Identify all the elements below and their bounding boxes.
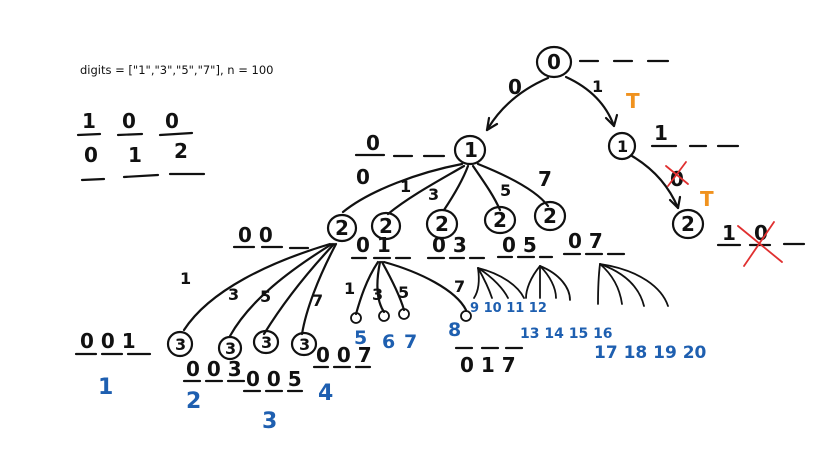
prefix-03: 0 3 — [432, 233, 467, 257]
svg-text:6: 6 — [382, 331, 395, 353]
level3-nodes: 3 3 3 3 — [166, 329, 318, 361]
problem-statement: digits = ["1","3","5","7"], n = 100 — [80, 63, 273, 77]
table-cell: 0 — [84, 143, 98, 167]
prefix-00: 0 0 — [238, 223, 273, 247]
digit-table: 1 0 0 0 1 2 — [76, 109, 206, 182]
edge-label: 1 — [344, 279, 355, 298]
prefix-01: 0 1 — [356, 233, 391, 257]
edge-label: 3 — [372, 285, 383, 304]
counts: 1 2 3 4 5 6 7 8 9 10 11 12 13 14 15 16 1… — [98, 301, 707, 434]
prefix-001: 0 0 1 — [80, 329, 136, 353]
svg-text:4: 4 — [318, 381, 333, 406]
svg-text:17 18 19 20: 17 18 19 20 — [594, 343, 707, 363]
svg-text:2: 2 — [493, 208, 507, 232]
svg-text:1: 1 — [654, 121, 668, 145]
fanout-07 — [597, 263, 669, 307]
edge-label: 0 — [508, 75, 522, 99]
svg-text:2: 2 — [543, 204, 557, 228]
table-cell: 2 — [174, 139, 188, 163]
prefix-05: 0 5 — [502, 233, 537, 257]
prefix-07: 0 7 — [568, 229, 603, 253]
svg-text:2: 2 — [379, 214, 393, 238]
edge-label: 7 — [538, 167, 552, 191]
edge-label: 7 — [454, 277, 465, 296]
node-a: 0 1 0 — [354, 131, 487, 189]
svg-text:2: 2 — [186, 389, 201, 414]
edges-n2-children — [182, 242, 338, 338]
svg-text:5: 5 — [354, 327, 367, 349]
table-cell: 0 — [122, 109, 136, 133]
node-c: 2 1 0 — [671, 208, 806, 267]
svg-text:0: 0 — [356, 165, 370, 189]
prefix-003: 0 0 3 — [186, 357, 242, 381]
edge-label: 5 — [500, 181, 511, 200]
tight-mark: T — [626, 89, 640, 113]
svg-text:0: 0 — [366, 131, 380, 155]
svg-text:2: 2 — [435, 212, 449, 236]
svg-text:0: 0 — [754, 221, 768, 245]
svg-text:1: 1 — [98, 375, 113, 400]
edge-label: 3 — [428, 185, 439, 204]
table-cell: 1 — [128, 143, 142, 167]
svg-text:1: 1 — [722, 221, 736, 245]
edge-label: 5 — [260, 287, 271, 306]
node-b: 1 1 — [607, 121, 740, 161]
edge-label: 7 — [312, 291, 323, 310]
prefix-007: 0 0 7 — [316, 343, 372, 367]
root-node: 0 — [535, 45, 670, 79]
edge-b-c — [630, 154, 680, 210]
table-cell: 1 — [82, 109, 96, 133]
edge-label: 1 — [180, 269, 191, 288]
svg-text:2: 2 — [681, 212, 695, 236]
svg-text:8: 8 — [448, 319, 461, 341]
svg-text:3: 3 — [225, 339, 236, 358]
svg-text:1: 1 — [617, 137, 628, 156]
edges-a-children — [341, 162, 550, 216]
edge-root-left — [485, 76, 550, 132]
edge-label: 1 — [592, 77, 603, 96]
svg-text:0: 0 — [547, 50, 561, 74]
fanout-05 — [525, 265, 571, 301]
edge-label: 5 — [398, 283, 409, 302]
edge-label: 1 — [400, 177, 411, 196]
svg-text:3: 3 — [175, 335, 186, 354]
svg-text:7: 7 — [404, 331, 417, 353]
svg-text:3: 3 — [261, 333, 272, 352]
prefix-017: 0 1 7 — [460, 353, 516, 377]
table-cell: 0 — [165, 109, 179, 133]
edge-label: 3 — [228, 285, 239, 304]
svg-text:2: 2 — [335, 216, 349, 240]
svg-text:3: 3 — [299, 335, 310, 354]
svg-text:9 10 11 12: 9 10 11 12 — [470, 301, 547, 316]
svg-text:1: 1 — [464, 138, 478, 162]
svg-text:13 14 15 16: 13 14 15 16 — [520, 326, 613, 342]
edges-01-children — [350, 260, 472, 324]
tight-mark: T — [700, 187, 714, 211]
prefix-005: 0 0 5 — [246, 367, 302, 391]
svg-text:3: 3 — [262, 409, 277, 434]
fanout-03 — [473, 267, 525, 299]
edge-root-right — [564, 75, 616, 128]
level2-nodes: 2 2 2 2 2 — [326, 200, 567, 243]
